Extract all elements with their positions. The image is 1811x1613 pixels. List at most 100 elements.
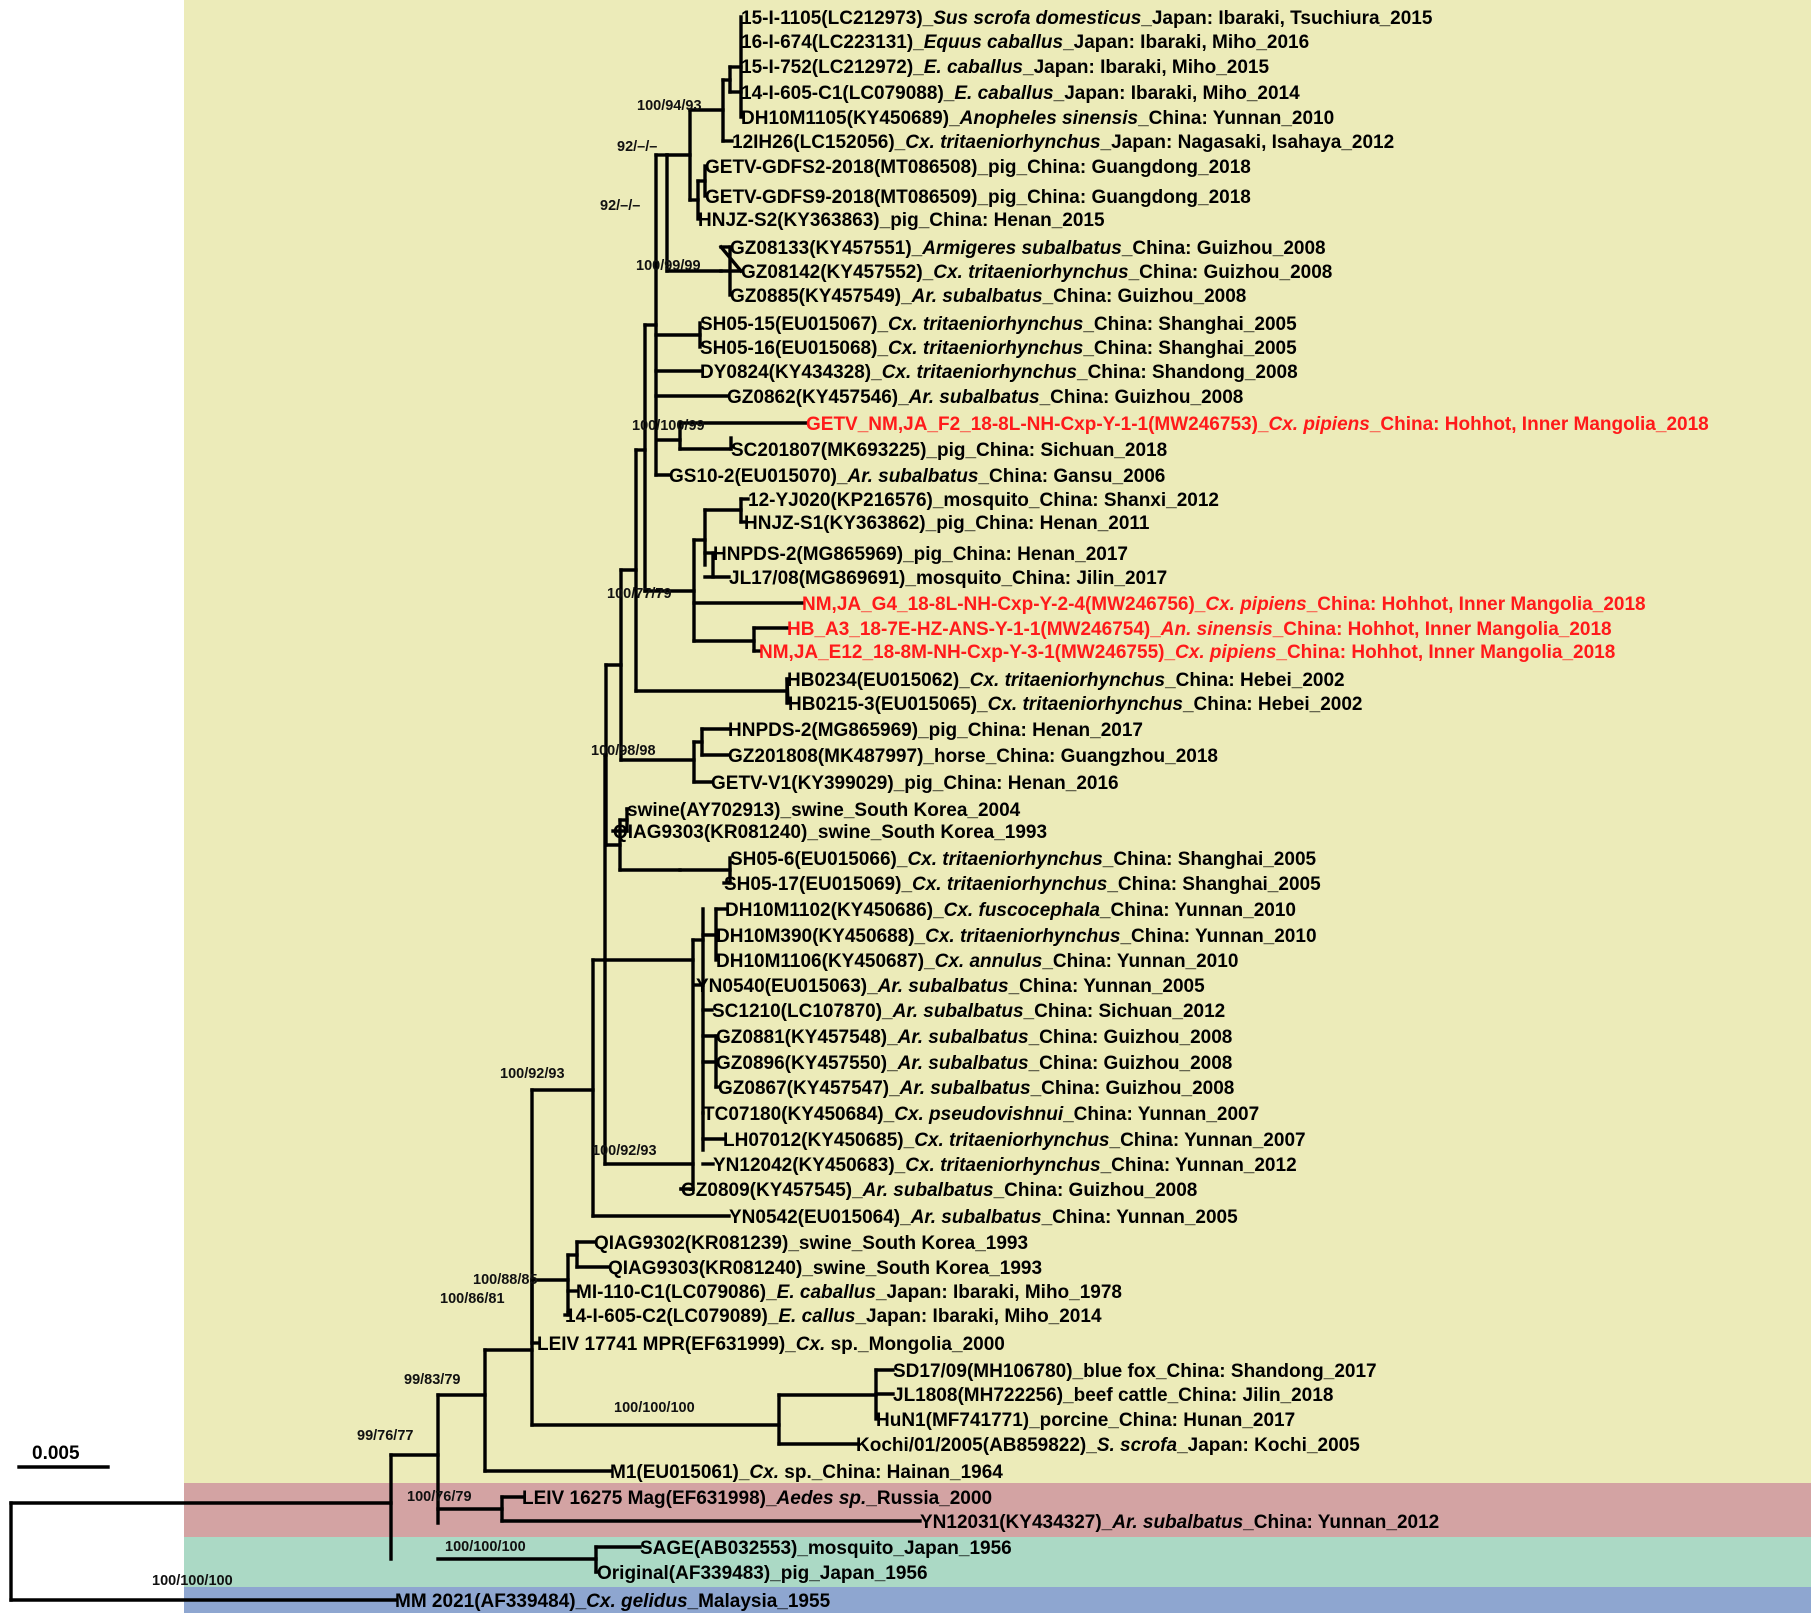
taxon-label-italic: E. callus [778,1306,855,1327]
taxon-label-italic: Ar. subalbatus [899,1078,1031,1099]
taxon-label: SH05-15(EU015067)_Cx. tritaeniorhynchus_… [700,314,1297,335]
taxon-label-italic: Cx. tritaeniorhynchus [888,338,1083,359]
taxon-label: JL17/08(MG869691)_mosquito_China: Jilin_… [729,568,1167,589]
taxon-label-prefix: GZ0885(KY457549)_ [730,286,912,307]
taxon-label: HuN1(MF741771)_porcine_China: Hunan_2017 [876,1410,1295,1431]
taxon-label-prefix: GZ0862(KY457546)_ [727,387,909,408]
taxon-label-suffix: _China: Yunnan_2010 [1137,108,1334,129]
taxon-label-prefix: MM 2021(AF339484)_ [395,1591,587,1612]
taxon-label-italic: Ar. subalbatus [1111,1512,1243,1533]
taxon-label-suffix: _China: Yunnan_2010 [1119,926,1316,947]
taxon-label-prefix: DY0824(KY434328)_ [700,362,882,383]
taxon-label-prefix: 12-YJ020(KP216576)_mosquito_China: Shanx… [748,490,1219,511]
taxon-label-suffix: _China: Yunnan_2005 [1008,976,1205,997]
taxon-label-suffix: _Japan: Ibaraki, Miho_2014 [854,1306,1101,1327]
support-value: 99/83/79 [404,1372,460,1388]
taxon-label-italic: Cx. pipiens [1205,594,1306,615]
taxon-label-suffix: _China: Shanghai_2005 [1106,874,1321,895]
taxon-label-prefix: YN0540(EU015063)_ [696,976,878,997]
taxon-label: GS10-2(EU015070)_Ar. subalbatus_China: G… [669,466,1165,487]
taxon-label: Original(AF339483)_pig_Japan_1956 [597,1563,928,1584]
support-value: 100/98/98 [591,743,656,759]
taxon-label: DH10M390(KY450688)_Cx. tritaeniorhynchus… [716,926,1317,947]
taxon-label-prefix: 15-I-1105(LC212973)_ [741,8,934,29]
taxon-label-italic: Cx. pipiens [1268,414,1369,435]
taxon-label: YN0540(EU015063)_Ar. subalbatus_China: Y… [696,976,1205,997]
taxon-label-prefix: GZ0896(KY457550)_ [716,1053,898,1074]
taxon-label-prefix: GZ0881(KY457548)_ [716,1027,898,1048]
taxon-label: 16-I-674(LC223131)_Equus caballus_Japan:… [741,32,1309,53]
taxon-label: GZ0896(KY457550)_Ar. subalbatus_China: G… [716,1053,1232,1074]
taxon-label: HNPDS-2(MG865969)_pig_China: Henan_2017 [713,544,1128,565]
taxon-label-italic: S. scrofa [1097,1435,1178,1456]
taxon-label-prefix: QIAG9303(KR081240)_swine_South Korea_199… [613,822,1047,843]
support-value: 92/–/– [600,198,640,214]
taxon-label-prefix: HB0234(EU015062)_ [787,670,970,691]
taxon-label: MM 2021(AF339484)_Cx. gelidus_Malaysia_1… [395,1591,831,1612]
taxon-label-italic: Cx. tritaeniorhynchus [905,132,1100,153]
taxon-label: HB0215-3(EU015065)_Cx. tritaeniorhynchus… [788,694,1362,715]
taxon-label-suffix: _China: Yunnan_2007 [1109,1130,1306,1151]
taxon-label: NM,JA_G4_18-8L-NH-Cxp-Y-2-4(MW246756)_Cx… [802,594,1646,615]
taxon-label-italic: Cx. gelidus [586,1591,687,1612]
taxon-label: 12-YJ020(KP216576)_mosquito_China: Shanx… [748,490,1219,511]
support-value: 100/100/100 [614,1400,695,1416]
taxon-label: DH10M1102(KY450686)_Cx. fuscocephala_Chi… [725,900,1296,921]
taxon-label-italic: E. caballus [777,1282,876,1303]
taxon-label-prefix: SH05-15(EU015067)_ [700,314,888,335]
taxon-label-suffix: _Japan: Ibaraki, Tsuchiura_2015 [1140,8,1433,29]
taxon-label-suffix: _China: Yunnan_2010 [1099,900,1296,921]
taxon-label: SH05-6(EU015066)_Cx. tritaeniorhynchus_C… [730,849,1317,870]
taxon-label: GETV-V1(KY399029)_pig_China: Henan_2016 [711,773,1119,794]
taxon-label-prefix: GETV_NM,JA_F2_18-8L-NH-Cxp-Y-1-1(MW24675… [806,414,1269,435]
taxon-label-italic: Anopheles sinensis [959,108,1138,129]
taxon-label-prefix: LEIV 17741 MPR(EF631999)_ [537,1334,796,1355]
clade-band-blue [184,1587,1811,1613]
support-value: 100/92/93 [592,1143,657,1159]
taxon-label-prefix: 12IH26(LC152056)_ [732,132,906,153]
taxon-label-prefix: GETV-GDFS2-2018(MT086508)_pig_China: Gua… [705,157,1251,178]
taxon-label-prefix: GETV-V1(KY399029)_pig_China: Henan_2016 [711,773,1119,794]
taxon-label-italic: Cx. tritaeniorhynchus [925,926,1120,947]
taxon-label-suffix: sp._Mongolia_2000 [825,1334,1005,1355]
taxon-label: LEIV 17741 MPR(EF631999)_Cx. sp._Mongoli… [537,1334,1005,1355]
taxon-label: YN12031(KY434327)_Ar. subalbatus_China: … [920,1512,1439,1533]
taxon-label-prefix: HNPDS-2(MG865969)_pig_China: Henan_2017 [728,720,1143,741]
taxon-label-suffix: _China: Guizhou_2008 [1030,1078,1235,1099]
taxon-label: HB0234(EU015062)_Cx. tritaeniorhynchus_C… [787,670,1345,691]
taxon-label-italic: Ar. subalbatus [897,1027,1029,1048]
taxon-label-suffix: _China: Guizhou_2008 [1028,1027,1233,1048]
taxon-label-italic: Cx. tritaeniorhynchus [912,874,1107,895]
taxon-label: GETV_NM,JA_F2_18-8L-NH-Cxp-Y-1-1(MW24675… [806,414,1709,435]
taxon-label: 15-I-1105(LC212973)_Sus scrofa domesticu… [741,8,1433,29]
taxon-label-prefix: HNJZ-S2(KY363863)_pig_China: Henan_2015 [698,210,1105,231]
taxon-label-suffix: _China: Sichuan_2012 [1023,1001,1226,1022]
taxon-label-prefix: TC07180(KY450684)_ [703,1104,895,1125]
taxon-label-prefix: SAGE(AB032553)_mosquito_Japan_1956 [640,1538,1012,1559]
taxon-label-prefix: swine(AY702913)_swine_South Korea_2004 [627,800,1021,821]
taxon-label-prefix: GS10-2(EU015070)_ [669,466,848,487]
taxon-label-prefix: DH10M390(KY450688)_ [716,926,926,947]
taxon-label-prefix: HB_A3_18-7E-HZ-ANS-Y-1-1(MW246754)_ [787,619,1161,640]
support-value: 100/100/99 [632,418,705,434]
taxon-label-suffix: _China: Yunnan_2012 [1100,1155,1297,1176]
taxon-label-prefix: GZ08142(KY457552)_ [741,262,934,283]
scale-bar: 0.005 [17,1443,110,1469]
taxon-label-suffix: _Japan: Ibaraki, Miho_1978 [875,1282,1122,1303]
taxon-label-suffix: _Japan: Nagasaki, Isahaya_2012 [1100,132,1395,153]
support-value: 100/77/79 [607,586,672,602]
taxon-label-prefix: JL17/08(MG869691)_mosquito_China: Jilin_… [729,568,1167,589]
taxon-label: JL1808(MH722256)_beef cattle_China: Jili… [893,1385,1333,1406]
taxon-label-prefix: YN12031(KY434327)_ [920,1512,1113,1533]
taxon-label-prefix: 14-I-605-C1(LC079088)_ [741,83,955,104]
taxon-label-suffix: _China: Hohhot, Inner Mangolia_2018 [1275,642,1615,663]
taxon-label-prefix: NM,JA_G4_18-8L-NH-Cxp-Y-2-4(MW246756)_ [802,594,1206,615]
taxon-label: GZ0885(KY457549)_Ar. subalbatus_China: G… [730,286,1246,307]
taxon-label-suffix: _China: Guizhou_2008 [1042,286,1247,307]
taxon-label: M1(EU015061)_Cx. sp._China: Hainan_1964 [610,1462,1003,1483]
taxon-label-suffix: _China: Gansu_2006 [977,466,1165,487]
taxon-label-italic: Ar. subalbatus [910,1207,1042,1228]
taxon-label: LH07012(KY450685)_Cx. tritaeniorhynchus_… [723,1130,1306,1151]
taxon-label-prefix: YN12042(KY450683)_ [713,1155,906,1176]
taxon-label-prefix: LH07012(KY450685)_ [723,1130,915,1151]
